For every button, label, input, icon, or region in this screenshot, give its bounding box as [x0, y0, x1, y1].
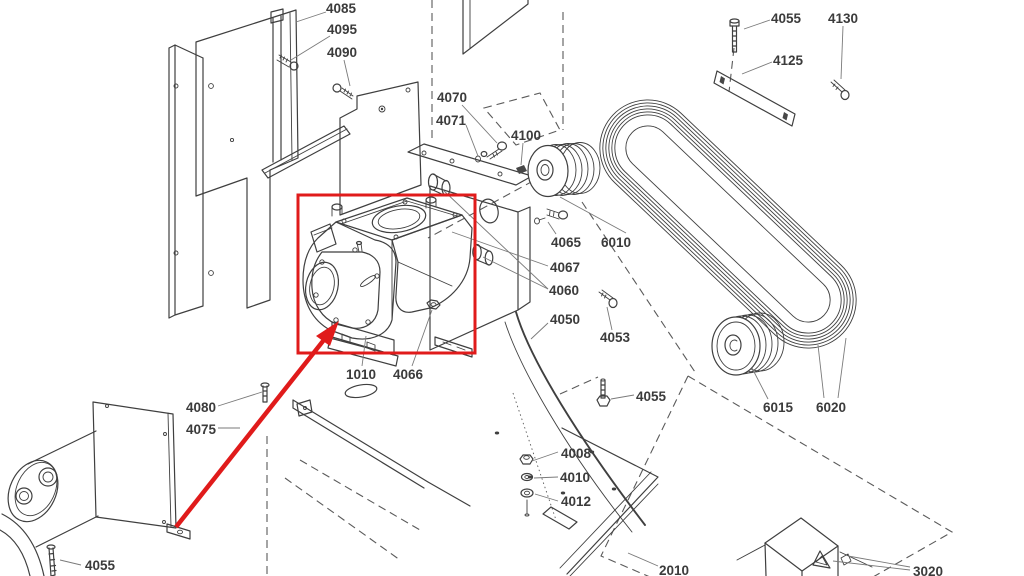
highlight-annotation: [174, 193, 477, 529]
pulley-small-6010: [527, 142, 601, 198]
part-label-4070: 4070: [437, 90, 467, 105]
junction-box: [736, 517, 873, 576]
part-label-4100: 4100: [511, 128, 541, 143]
part-label-4067: 4067: [550, 260, 580, 275]
bolt-4055-top: [729, 18, 740, 53]
washer-4012: [520, 488, 534, 517]
side-channel-panel: [168, 44, 204, 319]
nut-4008: [519, 454, 534, 465]
bolt-4055-bottom-left: [46, 544, 57, 576]
part-label-2010: 2010: [659, 563, 689, 576]
washer-4010: [520, 472, 534, 482]
part-label-4095: 4095: [327, 22, 358, 37]
base-plate: [292, 383, 659, 576]
bolt-4080: [260, 382, 270, 403]
part-label-4012: 4012: [561, 494, 591, 509]
mid-panel: [339, 81, 422, 216]
shaft-key-4100: [516, 165, 527, 174]
part-label-1010: 1010: [346, 367, 376, 382]
part-label-4080: 4080: [186, 400, 216, 415]
part-labels: 4085 4095 4090 4070 4071 4100 4055 4130 …: [85, 1, 943, 576]
alignment-dashed-lines: [266, 0, 954, 576]
rubber-mount-boss-upper: [427, 173, 451, 197]
part-label-6020: 6020: [816, 400, 846, 415]
screw-4090: [332, 83, 354, 100]
highlight-arrow-head: [316, 321, 339, 346]
highlight-rectangle: [296, 193, 477, 355]
part-label-4053: 4053: [600, 330, 631, 345]
part-label-4055-mid: 4055: [636, 389, 667, 404]
highlight-arrow-shaft: [174, 334, 329, 529]
motor-assembly: [0, 401, 191, 576]
clamp-plate-4125: [713, 70, 796, 127]
bolt-4065: [534, 208, 569, 225]
pulley-large-6015: [711, 312, 785, 376]
part-label-4010: 4010: [560, 470, 590, 485]
part-label-4130: 4130: [828, 11, 858, 26]
bolt-4070: [486, 141, 508, 160]
part-label-3020: 3020: [913, 564, 943, 576]
screw-4053: [598, 289, 618, 309]
screw-4130: [830, 79, 850, 101]
part-label-4085: 4085: [326, 1, 357, 16]
part-label-4008: 4008: [561, 446, 592, 461]
stiffener-bar: [261, 125, 351, 179]
part-label-4060: 4060: [549, 283, 579, 298]
part-label-4075: 4075: [186, 422, 217, 437]
fasteners: [46, 18, 850, 576]
part-label-4055-bottom-left: 4055: [85, 558, 116, 573]
part-label-4050: 4050: [550, 312, 580, 327]
bolt-4095: [276, 54, 299, 71]
part-label-6015: 6015: [763, 400, 794, 415]
leader-lines: [59, 11, 911, 571]
part-label-6010: 6010: [601, 235, 631, 250]
pump-housing: [302, 196, 473, 367]
bolt-4055-mid: [596, 378, 611, 407]
part-label-4065: 4065: [551, 235, 582, 250]
ribbed-belt-6020: [599, 99, 857, 349]
part-label-4125: 4125: [773, 53, 804, 68]
part-label-4055-top: 4055: [771, 11, 802, 26]
top-panel-fragment: [462, 0, 529, 55]
part-label-4071: 4071: [436, 113, 467, 128]
part-label-4090: 4090: [327, 45, 357, 60]
part-label-4066: 4066: [393, 367, 424, 382]
back-panel: [195, 8, 299, 309]
